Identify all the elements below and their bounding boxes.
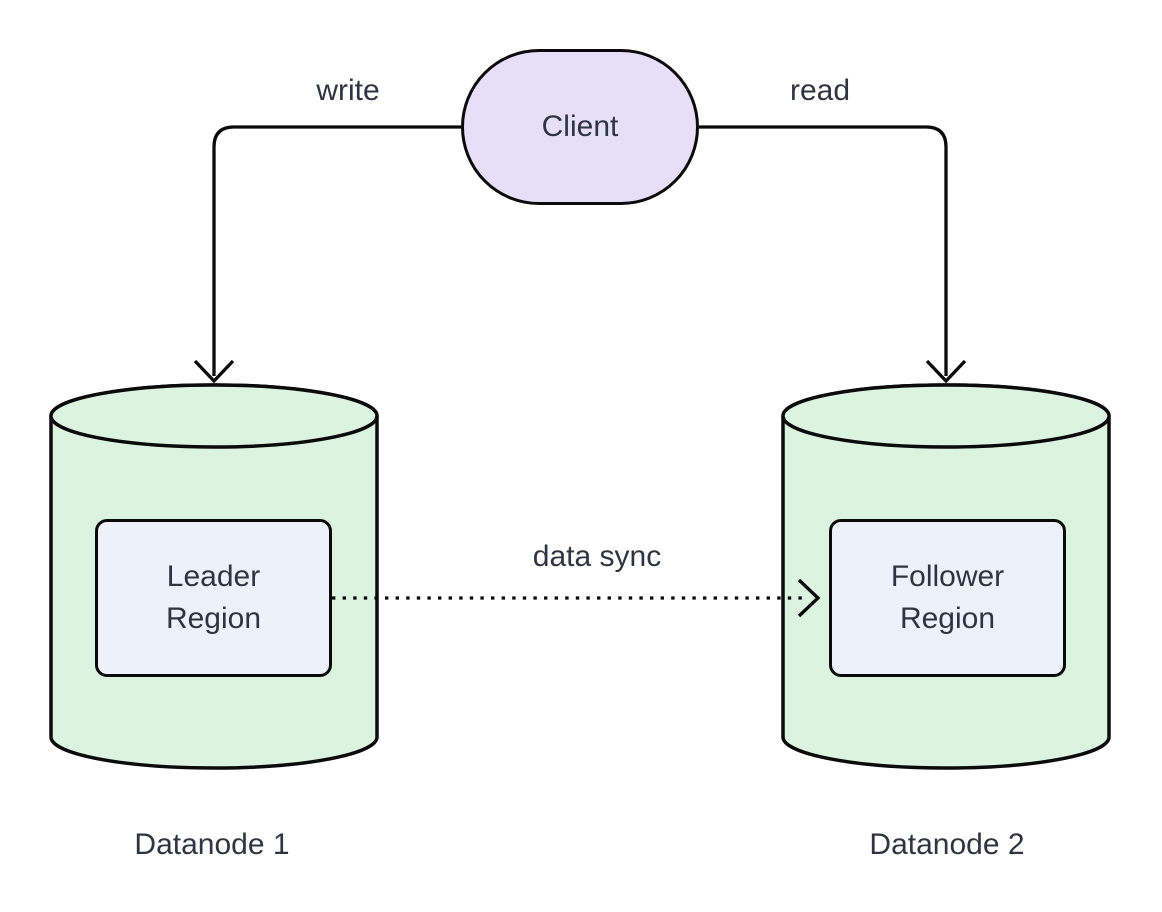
datanode1-caption: Datanode 1 xyxy=(134,828,290,861)
read-edge-line xyxy=(699,125,948,376)
datanode2-caption: Datanode 2 xyxy=(869,828,1025,861)
leader-region-node: Leader Region xyxy=(95,519,332,677)
follower-region-label: Follower Region xyxy=(890,560,1005,635)
leader-region-label: Leader Region xyxy=(165,560,262,635)
read-arrowhead-icon xyxy=(925,359,967,384)
write-edge-line xyxy=(212,125,461,376)
data-sync-edge-label: data sync xyxy=(472,540,722,574)
datanode1-cylinder-top xyxy=(49,383,379,449)
follower-region-node: Follower Region xyxy=(829,519,1066,677)
client-node: Client xyxy=(461,49,699,205)
datanode2-cylinder-top xyxy=(781,383,1111,449)
data-sync-arrowhead-icon xyxy=(797,578,821,618)
client-node-label: Client xyxy=(541,110,619,143)
write-edge-label: write xyxy=(248,74,448,108)
write-arrowhead-icon xyxy=(193,359,235,384)
read-edge-label: read xyxy=(720,74,920,108)
